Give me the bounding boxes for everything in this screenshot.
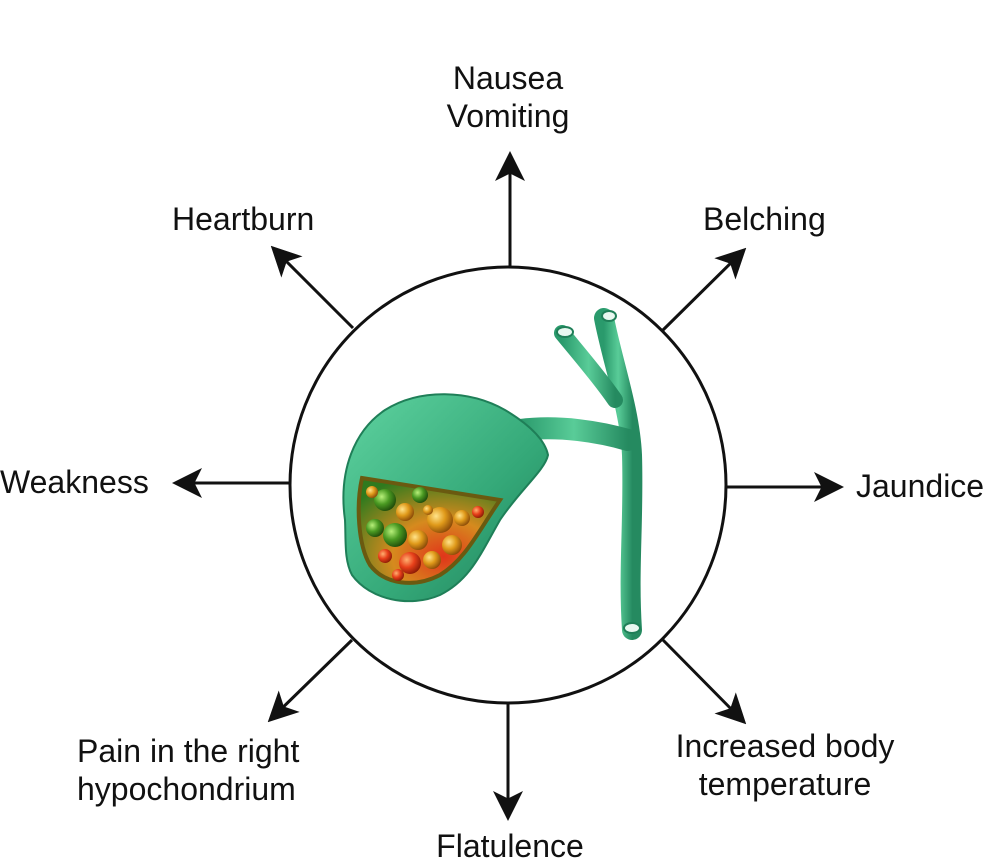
- symptom-belching-text: Belching: [703, 201, 826, 237]
- symptom-bottom-left-line-2: hypochondrium: [77, 770, 296, 807]
- symptom-nausea-vomiting: Nausea Vomiting: [418, 60, 598, 136]
- symptom-heartburn: Heartburn: [172, 201, 314, 239]
- gallbladder-illustration: [342, 308, 643, 640]
- cystic-duct: [509, 417, 639, 451]
- symptom-weakness-text: Weakness: [0, 464, 149, 500]
- arrow-top-left: [270, 245, 355, 330]
- symptom-belching: Belching: [703, 201, 826, 239]
- arrow-bottom-left: [267, 638, 354, 723]
- symptom-bottom-right-line-2: temperature: [698, 765, 872, 802]
- symptom-pain-right-hypochondrium: Pain in the right hypochondrium: [77, 733, 299, 809]
- symptom-jaundice: Jaundice: [856, 468, 984, 506]
- arrow-top-right: [661, 247, 747, 332]
- hepatic-branch: [554, 325, 623, 408]
- symptom-increased-body-temperature: Increased body temperature: [655, 728, 915, 804]
- arrow-bottom-right: [661, 638, 747, 725]
- symptom-bottom-left-line-1: Pain in the right: [77, 733, 300, 769]
- gallstones: [366, 486, 484, 581]
- symptom-flatulence: Flatulence: [410, 828, 610, 866]
- bile-duct: [594, 308, 643, 640]
- symptom-top-line-2: Vomiting: [446, 97, 570, 134]
- symptom-weakness: Weakness: [0, 464, 149, 502]
- symptom-flatulence-text: Flatulence: [436, 828, 584, 864]
- symptom-top-line-1: Nausea: [452, 60, 564, 96]
- symptom-bottom-right-line-1: Increased body: [675, 728, 895, 764]
- symptom-heartburn-text: Heartburn: [172, 201, 315, 237]
- symptom-jaundice-text: Jaundice: [856, 468, 985, 504]
